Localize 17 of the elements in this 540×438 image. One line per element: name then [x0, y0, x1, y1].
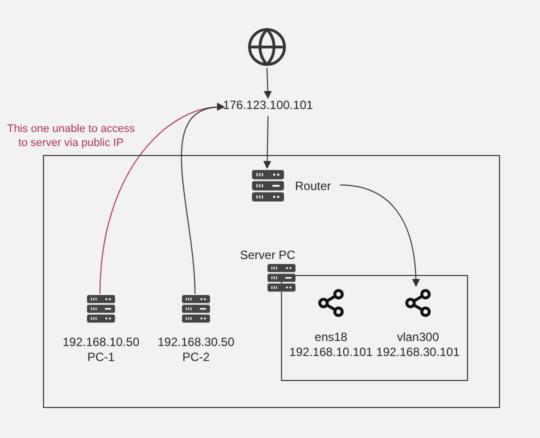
network-boundary — [43, 155, 500, 408]
node-label: Router — [295, 178, 332, 194]
ip-label: 176.123.100.101 — [222, 98, 314, 113]
group-heading: Server PC — [240, 248, 296, 262]
arrow — [100, 103, 225, 294]
node-label: ens18 — [314, 330, 348, 345]
arrow — [340, 184, 420, 287]
node-label: PC-1 — [87, 350, 115, 365]
node-label: 192.168.30.101 — [376, 345, 460, 360]
arrow — [264, 68, 272, 99]
node-label: 192.168.10.50 — [62, 335, 140, 350]
arrow — [263, 116, 272, 169]
node-label: 192.168.10.101 — [289, 345, 373, 360]
node-label: vlan300 — [396, 330, 440, 345]
node-label: PC-2 — [182, 350, 210, 365]
arrow — [181, 104, 225, 294]
node-label: 192.168.30.50 — [158, 335, 234, 350]
